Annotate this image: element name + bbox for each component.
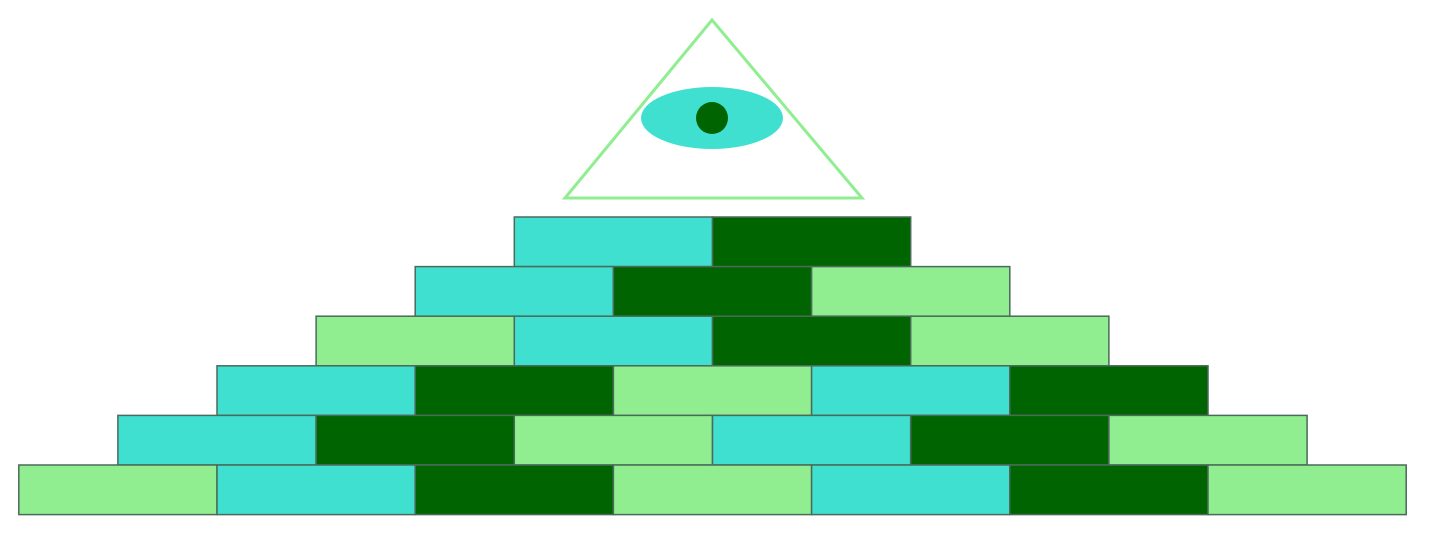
brick-row-5-5 xyxy=(909,414,1110,466)
eye-pupil xyxy=(696,102,728,134)
brick-row-4-3 xyxy=(612,365,813,417)
brick-row-1-2 xyxy=(711,216,912,268)
brick-row-2-1 xyxy=(414,265,615,317)
brick-row-6-4 xyxy=(612,464,813,516)
brick-row-4-2 xyxy=(414,365,615,417)
brick-row-5-3 xyxy=(513,414,714,466)
brick-row-5-6 xyxy=(1108,414,1308,466)
brick-row-5-1 xyxy=(117,414,317,466)
brick-row-5-4 xyxy=(711,414,912,466)
brick-row-3-4 xyxy=(909,315,1110,367)
brick-row-6-1 xyxy=(18,464,218,516)
brick-row-6-2 xyxy=(216,464,416,516)
all-seeing-eye xyxy=(561,17,866,200)
brick-row-3-2 xyxy=(513,315,714,367)
brick-row-4-4 xyxy=(810,365,1011,417)
brick-row-1-1 xyxy=(513,216,714,268)
brick-row-6-7 xyxy=(1207,464,1407,516)
brick-row-3-1 xyxy=(315,315,516,367)
brick-row-3-3 xyxy=(711,315,912,367)
brick-row-4-5 xyxy=(1009,365,1209,417)
brick-row-2-3 xyxy=(810,265,1011,317)
brick-row-5-2 xyxy=(315,414,516,466)
brick-row-6-6 xyxy=(1009,464,1209,516)
brick-row-4-1 xyxy=(216,365,416,417)
brick-rows xyxy=(18,216,1407,516)
brick-row-2-2 xyxy=(612,265,813,317)
brick-row-6-5 xyxy=(810,464,1011,516)
brick-row-6-3 xyxy=(414,464,615,516)
